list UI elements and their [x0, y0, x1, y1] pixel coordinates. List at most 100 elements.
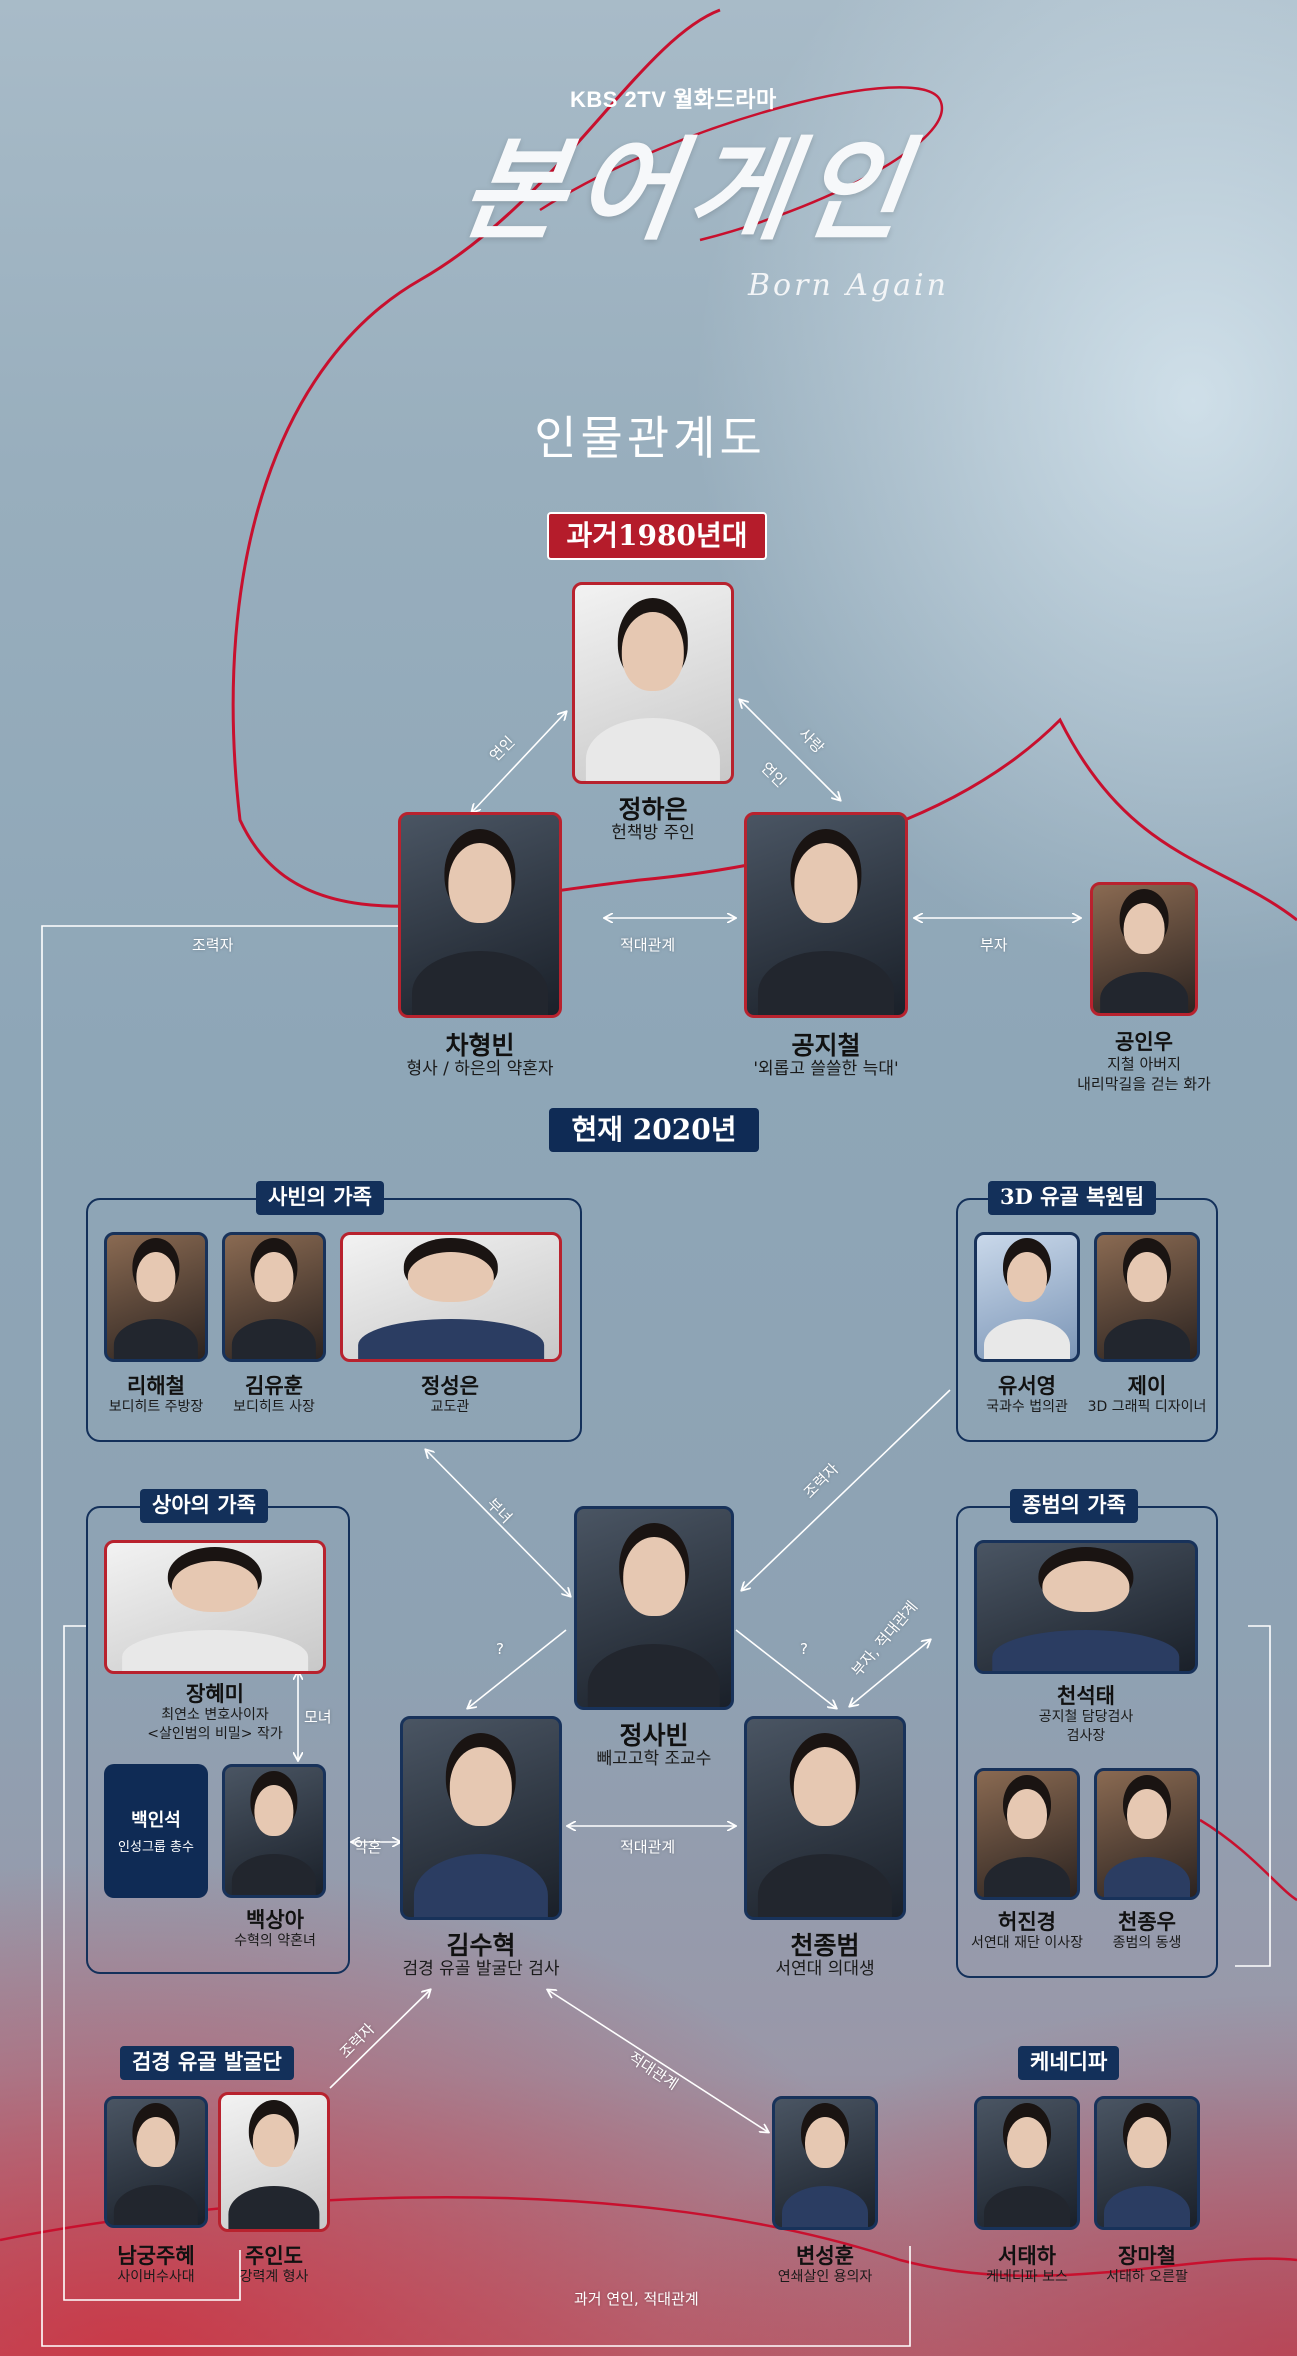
relation-label-rival-present: 적대관계	[620, 1838, 676, 1856]
relation-label-helper-3d: 조력자	[800, 1459, 843, 1502]
desc-gong-jicheol: '외롭고 쓸쓸한 늑대'	[753, 1059, 899, 1079]
relation-label-question-left: ?	[496, 1640, 504, 1658]
name-ju-indo: 주인도	[245, 2244, 303, 2268]
network-label: KBS 2TV 월화드라마	[570, 87, 777, 112]
portrait-cheon-jongwoo	[1094, 1768, 1200, 1900]
desc-seo-taeha: 케네디파 보스	[986, 2269, 1068, 2285]
portrait-jang-hyemi	[104, 1540, 326, 1674]
relation-label-yeonin-left: 연인	[486, 732, 519, 765]
portrait-byun-sunghoon	[772, 2096, 878, 2230]
group-label-sanga-family: 상아의 가족	[140, 1489, 268, 1523]
group-label-excavation: 검경 유골 발굴단	[120, 2046, 294, 2080]
portrait-ri-haecheol	[104, 1232, 208, 1362]
tile-baek-inseok: 백인석 인성그룹 총수	[104, 1764, 208, 1898]
group-label-sabin-family: 사빈의 가족	[256, 1181, 384, 1215]
relation-label-rival-past: 적대관계	[620, 936, 676, 954]
portrait-jang-macheol	[1094, 2096, 1200, 2230]
desc-jang-hyemi-2: <살인범의 비밀> 작가	[147, 1726, 283, 1742]
name-jung-sungeun: 정성은	[421, 1374, 479, 1398]
relation-label-past-lover-rival: 과거 연인, 적대관계	[574, 2290, 699, 2308]
portrait-cheon-seoktae	[974, 1540, 1198, 1674]
name-kim-yuhun: 김유훈	[245, 1374, 303, 1398]
relation-label-rival-bottom: 적대관계	[625, 2048, 682, 2094]
desc-jung-sungeun: 교도관	[430, 1399, 470, 1415]
desc-cha-hyungbin: 형사 / 하은의 약혼자	[406, 1059, 554, 1079]
portrait-yu-seoyoung	[974, 1232, 1080, 1362]
portrait-cha-hyungbin	[398, 812, 562, 1018]
desc-jung-haeun: 헌책방 주인	[611, 823, 695, 843]
name-kim-suhyuk: 김수혁	[446, 1931, 516, 1960]
name-jung-haeun: 정하은	[618, 795, 688, 824]
portrait-jay	[1094, 1232, 1200, 1362]
desc-kim-suhyuk: 검경 유골 발굴단 검사	[402, 1959, 560, 1979]
group-label-kennedy: 케네디파	[1018, 2046, 1120, 2080]
desc-cheon-seoktae-2: 검사장	[1066, 1728, 1106, 1744]
name-cheon-seoktae: 천석태	[1057, 1684, 1115, 1708]
portrait-ju-indo	[218, 2092, 330, 2232]
name-gong-jicheol: 공지철	[791, 1031, 861, 1060]
relation-label-father-son-rival: 부자, 적대관계	[847, 1597, 922, 1680]
portrait-kim-yuhun	[222, 1232, 326, 1362]
desc-kim-yuhun: 보디히트 사장	[233, 1399, 315, 1415]
era-badge-present: 현재 2020년	[549, 1108, 759, 1152]
desc-jang-macheol: 서태하 오른팔	[1106, 2269, 1188, 2285]
desc-ri-haecheol: 보디히트 주방장	[108, 1399, 204, 1415]
drama-logo: 본어게인	[453, 125, 924, 256]
name-namgung-juhye: 남궁주혜	[117, 2244, 195, 2268]
group-label-jongbum-family: 종범의 가족	[1010, 1489, 1138, 1523]
drama-logo-english: Born Again	[748, 268, 949, 303]
desc-cheon-seoktae-1: 공지철 담당검사	[1038, 1709, 1134, 1725]
desc-ju-indo: 강력계 형사	[239, 2269, 309, 2285]
portrait-heo-jinkyung	[974, 1768, 1080, 1900]
desc-baek-inseok: 인성그룹 총수	[118, 1840, 194, 1855]
relation-label-helper-top: 조력자	[192, 936, 234, 954]
name-jay: 제이	[1127, 1374, 1167, 1398]
desc-byun-sunghoon: 연쇄살인 용의자	[777, 2269, 873, 2285]
desc-namgung-juhye: 사이버수사대	[117, 2269, 195, 2285]
desc-jang-hyemi-1: 최연소 변호사이자	[161, 1707, 269, 1723]
desc-cheon-jongwoo: 종범의 동생	[1112, 1935, 1182, 1951]
relation-label-father-son: 부자	[980, 936, 1008, 954]
page-title: 인물관계도	[534, 411, 766, 465]
relation-label-father-daughter: 부녀	[483, 1494, 516, 1527]
name-heo-jinkyung: 허진경	[998, 1910, 1056, 1934]
name-gong-inwoo: 공인우	[1115, 1030, 1173, 1054]
era-badge-past: 과거1980년대	[547, 512, 767, 560]
name-baek-sanga: 백상아	[246, 1908, 304, 1932]
desc-gong-inwoo-2: 내리막길을 걷는 화가	[1077, 1075, 1211, 1093]
name-baek-inseok: 백인석	[131, 1810, 181, 1831]
name-jang-macheol: 장마철	[1118, 2244, 1176, 2268]
relation-label-mother-daughter: 모녀	[304, 1708, 332, 1726]
portrait-gong-inwoo	[1090, 882, 1198, 1016]
desc-baek-sanga: 수혁의 약혼녀	[234, 1933, 316, 1949]
portrait-seo-taeha	[974, 2096, 1080, 2230]
desc-gong-inwoo-1: 지철 아버지	[1107, 1055, 1181, 1073]
name-seo-taeha: 서태하	[998, 2244, 1056, 2268]
desc-yu-seoyoung: 국과수 법의관	[986, 1399, 1068, 1415]
relation-label-helper-bottom: 조력자	[336, 2019, 379, 2062]
group-label-restore-team: 3D 유골 복원팀	[988, 1181, 1157, 1215]
name-cha-hyungbin: 차형빈	[445, 1031, 515, 1060]
portrait-namgung-juhye	[104, 2096, 208, 2228]
portrait-baek-sanga	[222, 1764, 326, 1898]
name-cheon-jongbum: 천종범	[790, 1931, 860, 1960]
portrait-jung-haeun	[572, 582, 734, 784]
portrait-kim-suhyuk	[400, 1716, 562, 1920]
portrait-cheon-jongbum	[744, 1716, 906, 1920]
desc-cheon-jongbum: 서연대 의대생	[775, 1959, 875, 1979]
name-yu-seoyoung: 유서영	[998, 1374, 1056, 1398]
relation-label-yeonin-right: 연인	[757, 758, 790, 791]
name-cheon-jongwoo: 천종우	[1118, 1910, 1176, 1934]
portrait-jung-sungeun	[340, 1232, 562, 1362]
desc-jay: 3D 그래픽 디자이너	[1087, 1399, 1207, 1415]
relation-label-question-right: ?	[800, 1640, 808, 1658]
name-ri-haecheol: 리해철	[127, 1374, 185, 1398]
desc-jung-sabin: 빼고고학 조교수	[596, 1749, 712, 1769]
relation-label-sarang: 사랑	[795, 724, 828, 757]
portrait-gong-jicheol	[744, 812, 908, 1018]
desc-heo-jinkyung: 서연대 재단 이사장	[971, 1935, 1083, 1951]
name-jung-sabin: 정사빈	[619, 1721, 689, 1750]
relation-label-engaged: 약혼	[354, 1838, 382, 1856]
